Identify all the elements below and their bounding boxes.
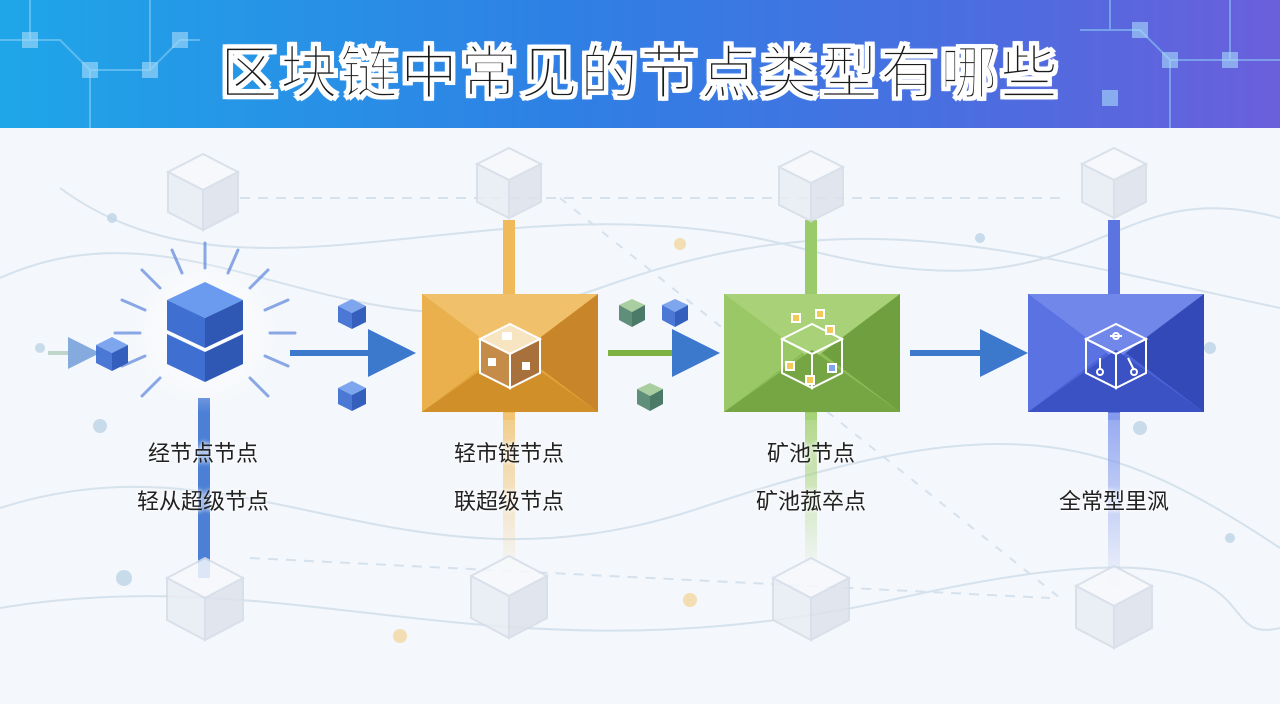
mining-pool-panel (724, 294, 900, 412)
node-1-label-secondary: 轻从超级节点 (136, 490, 270, 515)
full-node-cube (48, 241, 297, 413)
node-2-label-secondary: 联超级节点 (453, 490, 565, 515)
mining-pool-cube-icon (779, 309, 845, 390)
transit-cubes-blue (338, 299, 366, 411)
node-diagram (0, 146, 1280, 650)
transit-cubes-green (619, 299, 688, 411)
bottom-peer-cubes (164, 554, 1155, 650)
light-node-cube-icon (477, 322, 543, 390)
light-node-panel (422, 294, 598, 412)
full-node-panel (1028, 294, 1204, 412)
background-dots (35, 213, 1235, 643)
full-node-cube-icon (1083, 322, 1149, 390)
network-pattern (0, 0, 1280, 128)
page-title: 区块链中常见的节点类型有哪些 (219, 39, 1060, 108)
title-banner: 区块链中常见的节点类型有哪些 (0, 0, 1280, 128)
node-2-label-primary: 轻市链节点 (453, 442, 565, 467)
node-3-label-primary: 矿池节点 (766, 442, 856, 467)
node-3-label-secondary: 矿池菰卒点 (755, 490, 867, 515)
node-4-label: 全常型里沨 (1058, 490, 1170, 515)
node-1-label-primary: 经节点节点 (147, 442, 259, 467)
top-peer-cubes (165, 146, 1149, 232)
